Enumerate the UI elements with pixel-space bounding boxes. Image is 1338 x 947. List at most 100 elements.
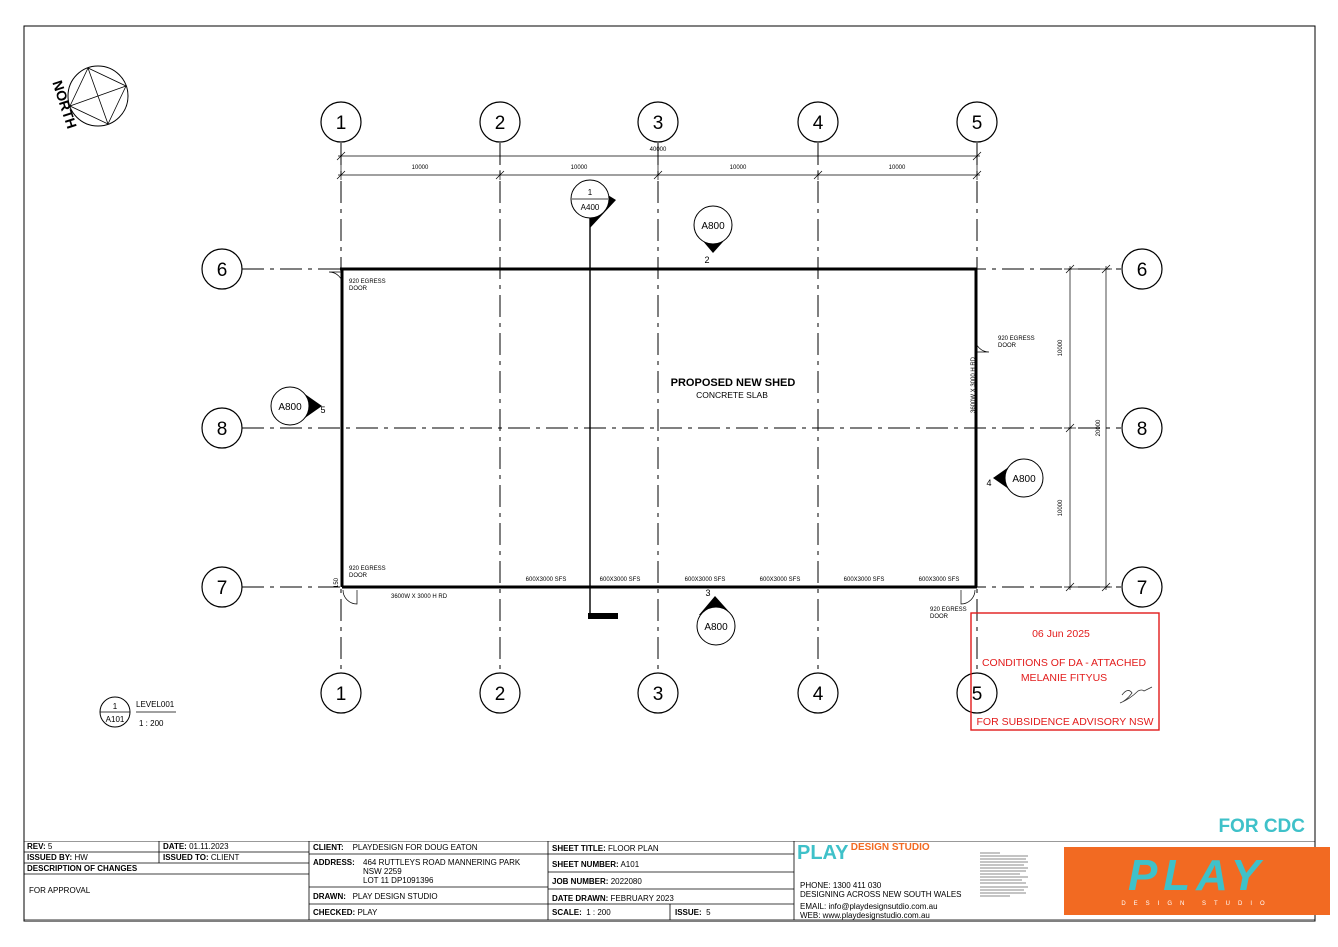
grid-col-top-1: 1 bbox=[336, 113, 347, 134]
right-dimension-labels: 10000 10000 20000 bbox=[1058, 339, 1102, 516]
sheet-title-value: FLOOR PLAN bbox=[608, 844, 659, 853]
date-drawn-cell: DATE DRAWN: FEBRUARY 2023 bbox=[552, 894, 674, 903]
dim-right-upper: 10000 bbox=[1058, 339, 1064, 356]
stamp-line-1: CONDITIONS OF DA - ATTACHED bbox=[982, 657, 1147, 669]
grid-row-left-8: 8 bbox=[217, 419, 228, 440]
brand-email: EMAIL: info@playdesignsutdio.com.au bbox=[800, 902, 938, 911]
north-arrow-circle bbox=[67, 65, 129, 127]
address-line-3: LOT 11 DP1091396 bbox=[363, 876, 434, 885]
stamp-date: 06 Jun 2025 bbox=[1032, 628, 1090, 640]
elevation-tag-south-sheet: A800 bbox=[704, 622, 728, 633]
brand-tagline: DESIGNING ACROSS NEW SOUTH WALES bbox=[800, 890, 962, 899]
stamp-footer: FOR SUBSIDENCE ADVISORY NSW bbox=[977, 716, 1154, 728]
elevation-tag-south: A800 3 bbox=[696, 588, 736, 646]
sheet-number-value: A101 bbox=[620, 860, 640, 869]
door-label-right: 920 EGRESS bbox=[998, 336, 1035, 342]
small-dim-label: 150 bbox=[334, 577, 340, 588]
view-tag-scale: 1 : 200 bbox=[139, 719, 164, 728]
roller-door-right-label: 3600W X 3000 H RD bbox=[971, 356, 977, 413]
door-swings bbox=[328, 271, 990, 605]
grid-row-left-7: 7 bbox=[217, 578, 228, 599]
rev-value: 5 bbox=[47, 842, 53, 851]
brand-web: WEB: www.playdesignstudio.com.au bbox=[800, 911, 930, 920]
grid-row-right-6: 6 bbox=[1137, 260, 1148, 281]
description-label: DESCRIPTION OF CHANGES bbox=[27, 864, 138, 873]
issued-by-cell: ISSUED BY: HW bbox=[27, 853, 88, 862]
drawn-cell: DRAWN: PLAY DESIGN STUDIO bbox=[313, 892, 438, 901]
shed-title: PROPOSED NEW SHED bbox=[671, 377, 796, 389]
door-label-top-left: 920 EGRESS bbox=[349, 279, 386, 285]
door-label-bottom-left-2: DOOR bbox=[349, 573, 368, 579]
door-label-bottom-left: 920 EGRESS bbox=[349, 566, 386, 572]
address-label: ADDRESS: bbox=[313, 858, 355, 867]
north-arrow: NORTH bbox=[49, 65, 129, 131]
status-label: FOR CDC bbox=[1218, 816, 1305, 837]
job-number-value: 2022080 bbox=[610, 877, 642, 886]
address-value: 464 RUTTLEYS ROAD MANNERING PARK NSW 225… bbox=[360, 857, 523, 886]
issued-to-cell: ISSUED TO: CLIENT bbox=[163, 853, 240, 862]
issued-to-value: CLIENT bbox=[210, 853, 240, 862]
brand-logo-panel: PLAY DESIGN STUDIO bbox=[1064, 847, 1330, 915]
sfs-label-5: 600X3000 SFS bbox=[844, 577, 885, 583]
sheet-title-cell: SHEET TITLE: FLOOR PLAN bbox=[552, 844, 659, 853]
view-tag-sheet: A101 bbox=[106, 715, 125, 724]
approval-stamp: 06 Jun 2025 CONDITIONS OF DA - ATTACHED … bbox=[970, 612, 1160, 731]
elevation-tag-north-sheet: A800 bbox=[701, 221, 725, 232]
top-dimension-labels: 40000 10000 10000 10000 10000 bbox=[412, 147, 906, 171]
elevation-tag-east: A800 4 bbox=[986, 458, 1044, 498]
elevation-tag-north: A800 2 bbox=[693, 205, 733, 265]
grid-row-right-7: 7 bbox=[1137, 578, 1148, 599]
brand-play: PLAY bbox=[797, 842, 849, 864]
right-dimensions bbox=[1064, 264, 1112, 592]
title-block-lines bbox=[24, 841, 1315, 920]
scale-cell: SCALE: 1 : 200 bbox=[552, 908, 611, 917]
elevation-tag-east-num: 4 bbox=[986, 478, 991, 488]
elevation-tag-west-num: 5 bbox=[320, 405, 325, 415]
grid-row-left-6: 6 bbox=[217, 260, 228, 281]
checked-cell: CHECKED: PLAY bbox=[313, 908, 378, 917]
issue-cell: ISSUE: 5 bbox=[675, 908, 711, 917]
view-title-tag: 1 A101 LEVEL001 1 : 200 bbox=[99, 696, 176, 728]
elevation-tag-south-num: 3 bbox=[705, 588, 710, 598]
elevation-tag-west-sheet: A800 bbox=[278, 402, 302, 413]
grid-bubble-labels: 1 2 3 4 5 1 2 3 4 5 6 8 7 6 8 7 bbox=[217, 113, 1148, 705]
scale-value: 1 : 200 bbox=[586, 908, 611, 917]
sheet-number-cell: SHEET NUMBER: A101 bbox=[552, 860, 640, 869]
grid-row-right-8: 8 bbox=[1137, 419, 1148, 440]
dim-bay-3: 10000 bbox=[730, 165, 747, 171]
elevation-tag-west: A800 5 bbox=[270, 386, 326, 426]
date-drawn-value: FEBRUARY 2023 bbox=[610, 894, 674, 903]
issue-value: 5 bbox=[706, 908, 711, 917]
client-value: PLAYDESIGN FOR DOUG EATON bbox=[352, 843, 478, 852]
brand-header: PLAY DESIGN STUDIO bbox=[797, 842, 930, 865]
grid-bubbles bbox=[201, 101, 1163, 714]
grid-col-bottom-5: 5 bbox=[972, 684, 983, 705]
approval-stamp-border bbox=[970, 612, 1160, 731]
top-dimensions bbox=[336, 151, 982, 180]
section-cut-sheet: A400 bbox=[581, 203, 600, 212]
sfs-label-3: 600X3000 SFS bbox=[685, 577, 726, 583]
door-label-bottom-right-2: DOOR bbox=[930, 614, 949, 620]
vertical-grid-lines bbox=[340, 143, 978, 672]
checked-value: PLAY bbox=[357, 908, 378, 917]
brand-logo-sub: DESIGN STUDIO bbox=[1121, 901, 1273, 907]
dim-right-overall: 20000 bbox=[1096, 419, 1102, 436]
dim-overall-top: 40000 bbox=[650, 147, 667, 153]
shed-subtitle: CONCRETE SLAB bbox=[696, 390, 768, 400]
drawn-value: PLAY DESIGN STUDIO bbox=[352, 892, 438, 901]
description-value: FOR APPROVAL bbox=[29, 886, 91, 895]
view-tag-name: LEVEL001 bbox=[136, 700, 175, 709]
copyright-notice bbox=[980, 852, 1028, 897]
dim-bay-4: 10000 bbox=[889, 165, 906, 171]
grid-col-top-3: 3 bbox=[653, 113, 664, 134]
sheet-border bbox=[23, 25, 1316, 922]
shed-walls bbox=[340, 267, 978, 589]
horizontal-grid-lines bbox=[242, 268, 1121, 588]
brand-logo: PLAY bbox=[1127, 851, 1267, 900]
grid-col-top-4: 4 bbox=[813, 113, 824, 134]
address-line-1: 464 RUTTLEYS ROAD MANNERING PARK bbox=[363, 858, 521, 867]
door-label-right-2: DOOR bbox=[998, 343, 1017, 349]
dim-right-lower: 10000 bbox=[1058, 499, 1064, 516]
client-cell: CLIENT: PLAYDESIGN FOR DOUG EATON bbox=[313, 843, 478, 852]
door-label-top-left-2: DOOR bbox=[349, 286, 368, 292]
